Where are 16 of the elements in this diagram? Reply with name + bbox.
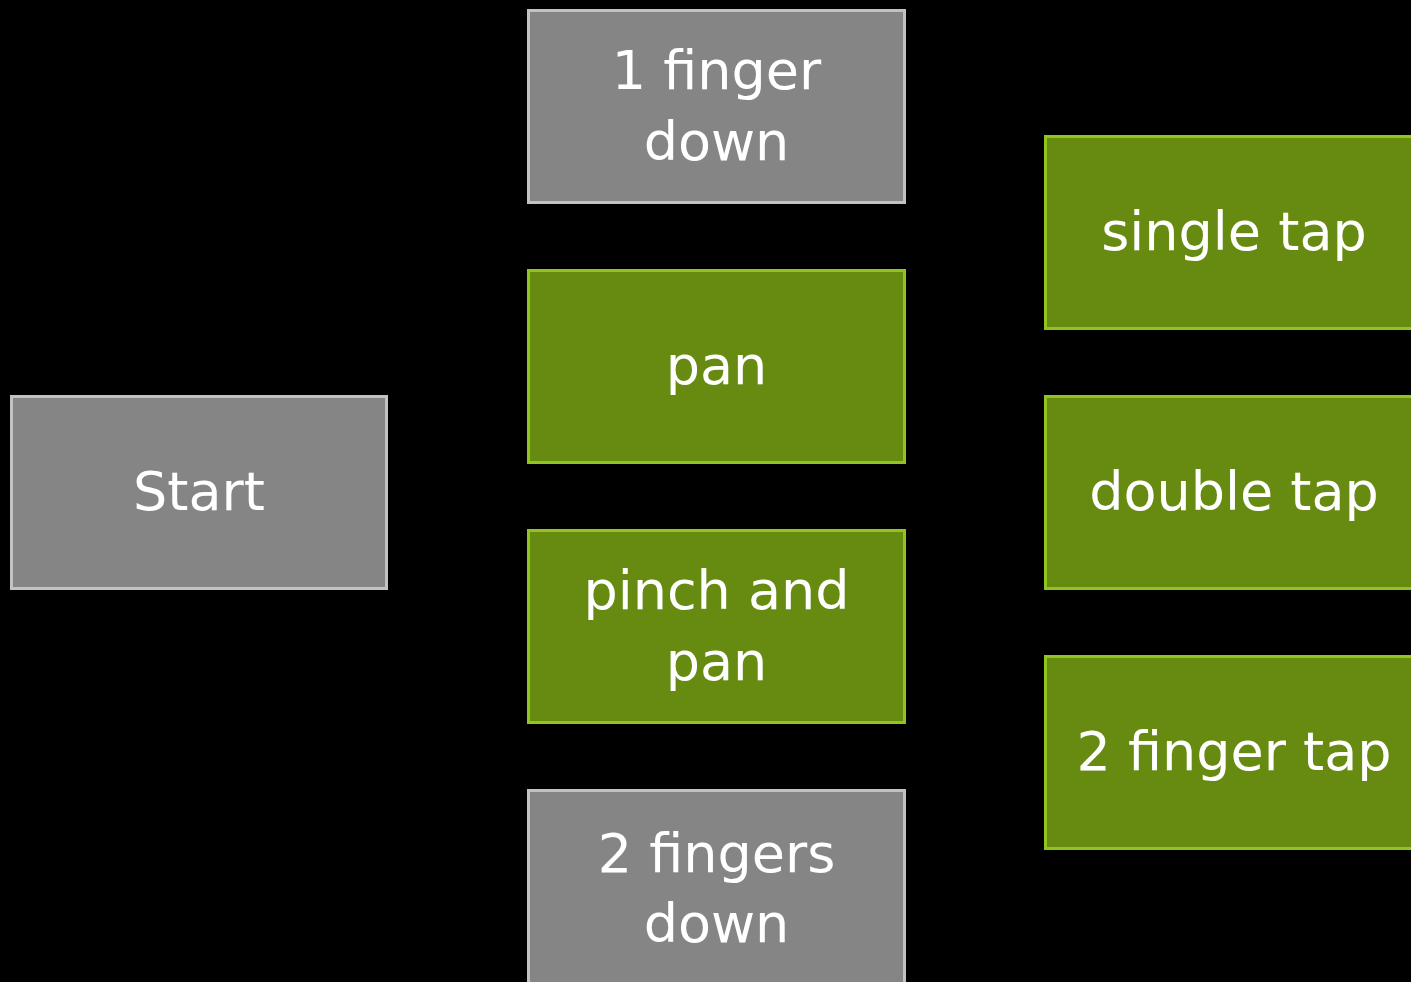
gesture-box	[1044, 135, 1411, 330]
node-label: 2 fingers down	[596, 820, 837, 957]
gesture-box	[1044, 395, 1411, 590]
node-label: pinch and pan	[582, 558, 851, 695]
node-label: Start	[133, 459, 265, 526]
state-box	[10, 395, 388, 590]
node-label: 2 finger tap	[1076, 719, 1392, 786]
gesture-box	[1044, 655, 1411, 850]
state-box	[527, 789, 906, 982]
node-label: 1 finger down	[610, 38, 823, 175]
node-label: pan	[665, 333, 768, 400]
gesture-box	[527, 529, 906, 724]
node-label: single tap	[1101, 199, 1367, 266]
node-label: double tap	[1089, 459, 1379, 526]
gesture-box	[527, 269, 906, 464]
state-box	[527, 9, 906, 204]
